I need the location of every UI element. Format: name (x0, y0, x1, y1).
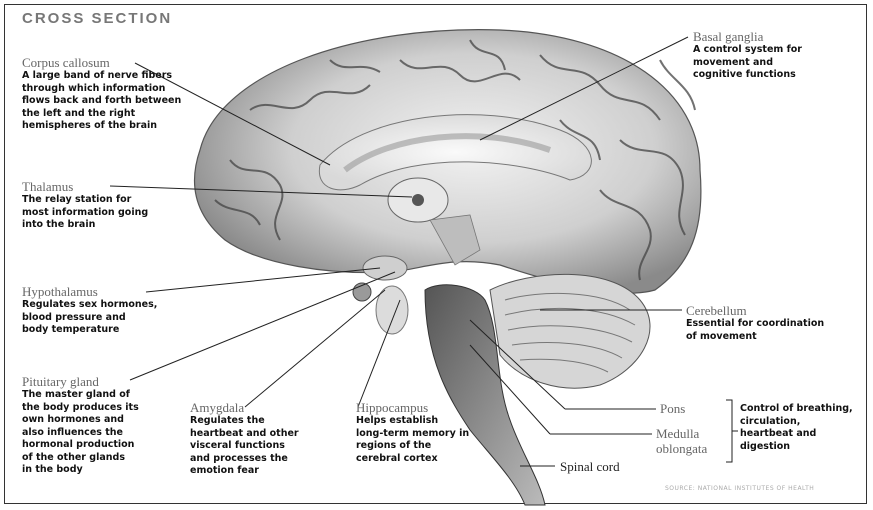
label-spinal-cord: Spinal cord (560, 459, 620, 474)
label-hippocampus: Hippocampus Helps establish long-term me… (356, 400, 469, 465)
source-credit: SOURCE: NATIONAL INSTITUTES OF HEALTH (665, 485, 814, 492)
corpus-callosum-name: Corpus callosum (22, 55, 181, 70)
hippocampus-name: Hippocampus (356, 400, 469, 415)
cerebellum-name: Cerebellum (686, 303, 824, 318)
brainstem-function-desc: Control of breathing, circulation, heart… (740, 403, 853, 453)
label-thalamus: Thalamus The relay station for most info… (22, 179, 148, 232)
label-amygdala: Amygdala Regulates the heartbeat and oth… (190, 400, 299, 478)
label-basal-ganglia: Basal ganglia A control system for movem… (693, 29, 802, 82)
spinal-cord-name: Spinal cord (560, 459, 620, 474)
basal-ganglia-desc: A control system for movement and cognit… (693, 44, 802, 82)
brainstem-bracket (726, 400, 738, 462)
corpus-callosum-desc: A large band of nerve fibers through whi… (22, 70, 181, 133)
label-cerebellum: Cerebellum Essential for coordination of… (686, 303, 824, 343)
label-medulla-oblongata: Medulla oblongata (656, 426, 707, 456)
thalamus-name: Thalamus (22, 179, 148, 194)
hypothalamus-desc: Regulates sex hormones, blood pressure a… (22, 299, 157, 337)
hypothalamus-name: Hypothalamus (22, 284, 157, 299)
amygdala-desc: Regulates the heartbeat and other viscer… (190, 415, 299, 478)
label-corpus-callosum: Corpus callosum A large band of nerve fi… (22, 55, 181, 133)
cerebellum-desc: Essential for coordination of movement (686, 318, 824, 343)
hippocampus-desc: Helps establish long-term memory in regi… (356, 415, 469, 465)
basal-ganglia-name: Basal ganglia (693, 29, 802, 44)
cerebellum-shape (490, 274, 650, 388)
label-hypothalamus: Hypothalamus Regulates sex hormones, blo… (22, 284, 157, 337)
amygdala-name: Amygdala (190, 400, 299, 415)
pons-name: Pons (660, 401, 685, 416)
label-pons: Pons (660, 401, 685, 416)
label-pituitary-gland: Pituitary gland The master gland of the … (22, 374, 139, 477)
pituitary-gland-name: Pituitary gland (22, 374, 139, 389)
pituitary-gland-desc: The master gland of the body produces it… (22, 389, 139, 477)
medulla-oblongata-name: Medulla oblongata (656, 426, 707, 456)
thalamus-desc: The relay station for most information g… (22, 194, 148, 232)
